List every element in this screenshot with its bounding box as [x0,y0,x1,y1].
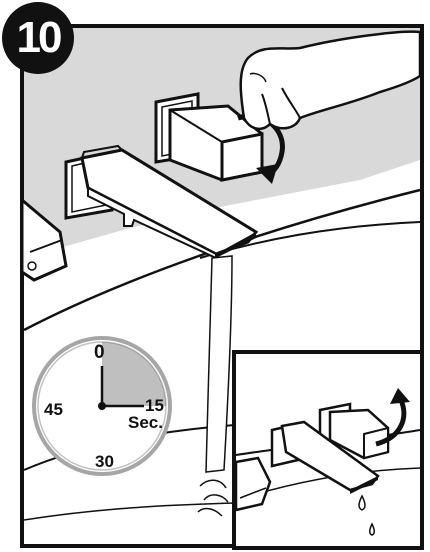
timer-label-fifteen: 15 [145,397,164,414]
timer-pivot [98,402,106,410]
timer-label-fortyfive: 45 [44,401,63,418]
timer-label-zero: 0 [94,343,105,362]
step-number: 10 [17,13,60,63]
timer-label-unit: Sec. [128,414,163,431]
timer-label-thirty: 30 [95,453,114,470]
step-number-badge: 10 [2,2,74,74]
inset-panel [234,352,422,548]
